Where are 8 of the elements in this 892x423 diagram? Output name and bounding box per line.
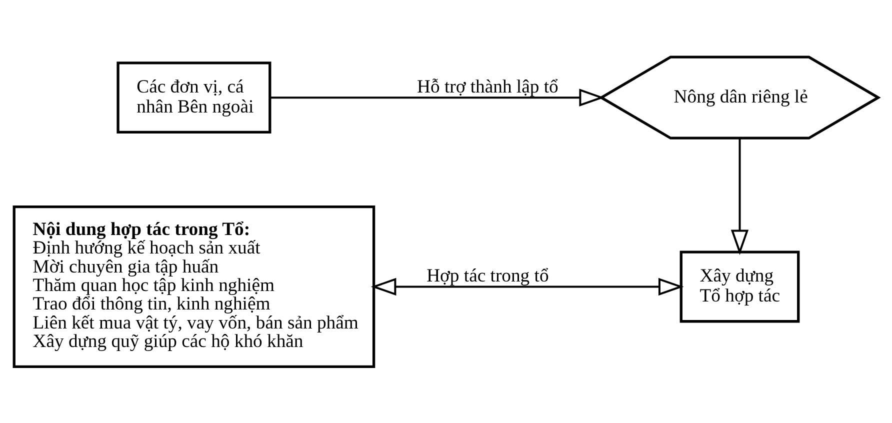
arrow	[730, 138, 749, 255]
edge-label: Hỗ trợ thành lập tổ	[417, 76, 558, 98]
arrow	[370, 277, 684, 296]
edge-label: Hợp tác trong tổ	[426, 265, 549, 286]
node-box: Nội dung hợp tác trong Tổ: Định hướng kế hoạch sản xuất Mời chuyên gia tập huấn Thăm quan học tập kinh nghiệm Trao đổi thông tin, kinh nghiệm Liên kết mua vật tý, vay vốn, bán sản phẩm Xây dựng quỹ giúp các hộ khó khăn	[12, 204, 376, 368]
node-box: Các đơn vị, cá nhân Bên ngoài	[116, 61, 272, 134]
node-box: Xây dựng Tổ hợp tác	[680, 250, 800, 322]
arrow	[270, 88, 605, 106]
